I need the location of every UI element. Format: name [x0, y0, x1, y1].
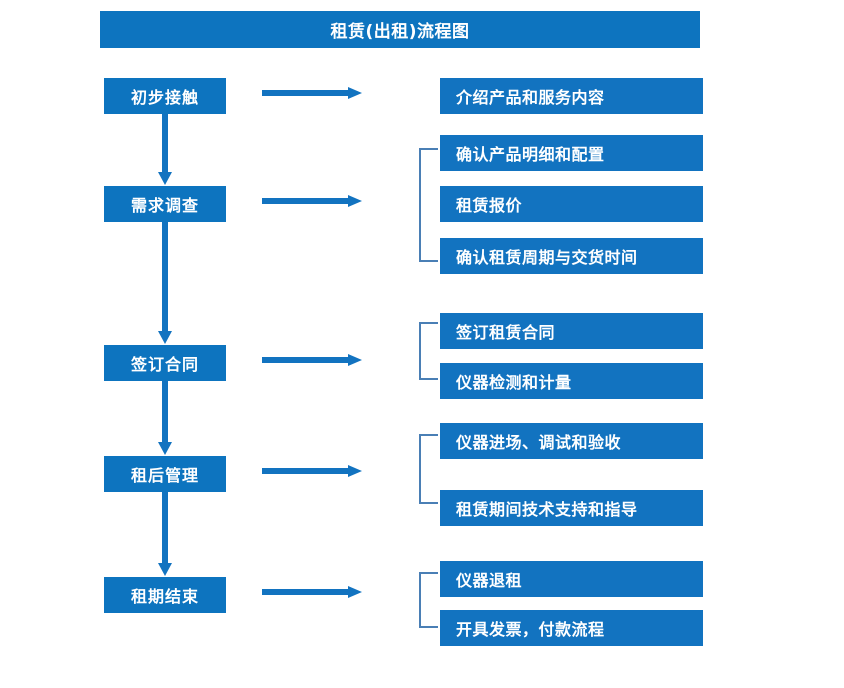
stage-box-sign-contract[interactable]: 签订合同 — [104, 345, 226, 381]
detail-box-instrument-return[interactable]: 仪器退租 — [440, 561, 703, 597]
group-bracket-rental-end — [418, 572, 439, 628]
arrow-contract-to-details — [262, 353, 363, 367]
arrow-initial-to-intro — [262, 86, 363, 100]
detail-box-instrument-delivery-commission[interactable]: 仪器进场、调试和验收 — [440, 423, 703, 459]
group-bracket-sign-contract — [418, 322, 439, 380]
detail-box-sign-rental-contract[interactable]: 签订租赁合同 — [440, 313, 703, 349]
arrow-end-to-details — [262, 585, 363, 599]
group-bracket-requirement-survey — [418, 148, 439, 262]
stage-box-post-rental-management[interactable]: 租后管理 — [104, 456, 226, 492]
detail-box-intro-product-service[interactable]: 介绍产品和服务内容 — [440, 78, 703, 114]
detail-box-confirm-product-spec[interactable]: 确认产品明细和配置 — [440, 135, 703, 171]
arrow-management-to-end — [157, 492, 173, 577]
detail-box-invoice-payment[interactable]: 开具发票，付款流程 — [440, 610, 703, 646]
group-bracket-post-rental-management — [418, 434, 439, 504]
detail-box-technical-support[interactable]: 租赁期间技术支持和指导 — [440, 490, 703, 526]
detail-box-rental-quotation[interactable]: 租赁报价 — [440, 186, 703, 222]
arrow-management-to-details — [262, 464, 363, 478]
arrow-contract-to-management — [157, 381, 173, 456]
stage-box-initial-contact[interactable]: 初步接触 — [104, 78, 226, 114]
arrow-initial-to-survey — [157, 114, 173, 186]
stage-box-rental-end[interactable]: 租期结束 — [104, 577, 226, 613]
page-title: 租赁(出租)流程图 — [100, 11, 700, 48]
arrow-survey-to-details — [262, 194, 363, 208]
detail-box-instrument-inspection[interactable]: 仪器检测和计量 — [440, 363, 703, 399]
detail-box-confirm-period-delivery[interactable]: 确认租赁周期与交货时间 — [440, 238, 703, 274]
arrow-survey-to-contract — [157, 222, 173, 345]
stage-box-requirement-survey[interactable]: 需求调查 — [104, 186, 226, 222]
